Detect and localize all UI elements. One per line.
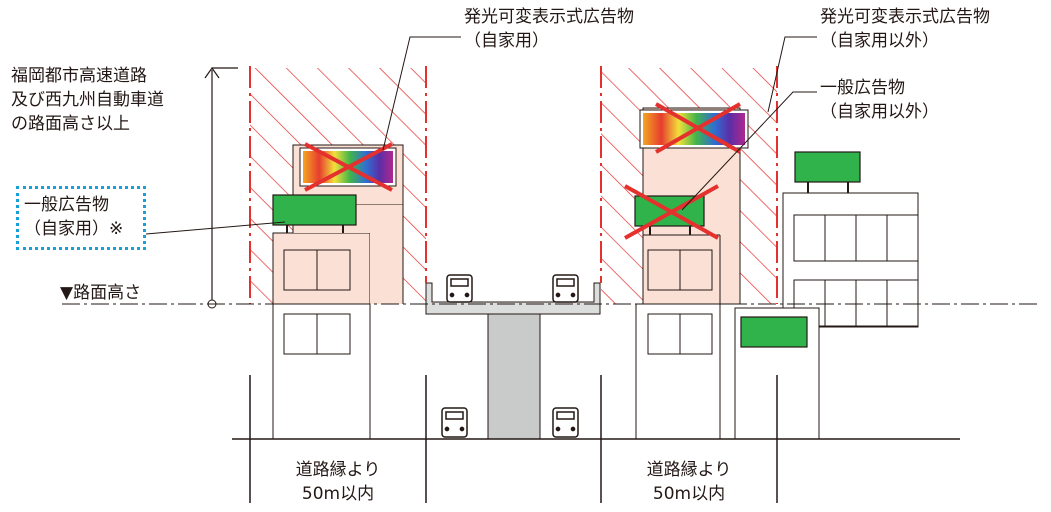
car-upper-right — [552, 274, 579, 303]
leader-self-use-led — [382, 36, 461, 151]
road-surface-label: ▼路面高さ — [60, 283, 142, 303]
leader-other-led — [767, 36, 817, 113]
zone-right-label: 道路縁より 50m以内 — [646, 460, 732, 504]
left-general-sign — [272, 194, 357, 233]
right-building-lower — [635, 303, 721, 440]
self-use-general-label: 一般広告物 （自家用）※ — [24, 195, 124, 239]
other-general-label: 一般広告物 （自家用以外） — [820, 78, 939, 122]
right-led-sign — [639, 102, 749, 154]
self-use-led-label: 発光可変表示式広告物 （自家用） — [464, 7, 634, 51]
zone-left-label: 道路縁より 50m以内 — [295, 460, 381, 504]
far-right-building — [782, 192, 919, 328]
left-building-lower — [272, 303, 371, 440]
car-upper-left — [446, 274, 473, 303]
highlight-box — [16, 186, 146, 250]
elevated-expressway — [425, 282, 601, 440]
left-building-upper — [272, 232, 371, 305]
left-led-sign — [299, 142, 397, 192]
right-general-sign — [624, 184, 719, 240]
wall-sign — [740, 316, 808, 348]
leader-self-use-general — [145, 221, 286, 235]
rooftop-sign — [794, 151, 861, 193]
car-lower-left — [441, 407, 468, 438]
other-led-label: 発光可変表示式広告物 （自家用以外） — [820, 7, 990, 51]
car-lower-right — [552, 407, 579, 438]
height-label: 福岡都市高速道路 及び西九州自動車道 の路面高さ以上 — [11, 66, 164, 134]
leader-other-general — [681, 91, 817, 211]
